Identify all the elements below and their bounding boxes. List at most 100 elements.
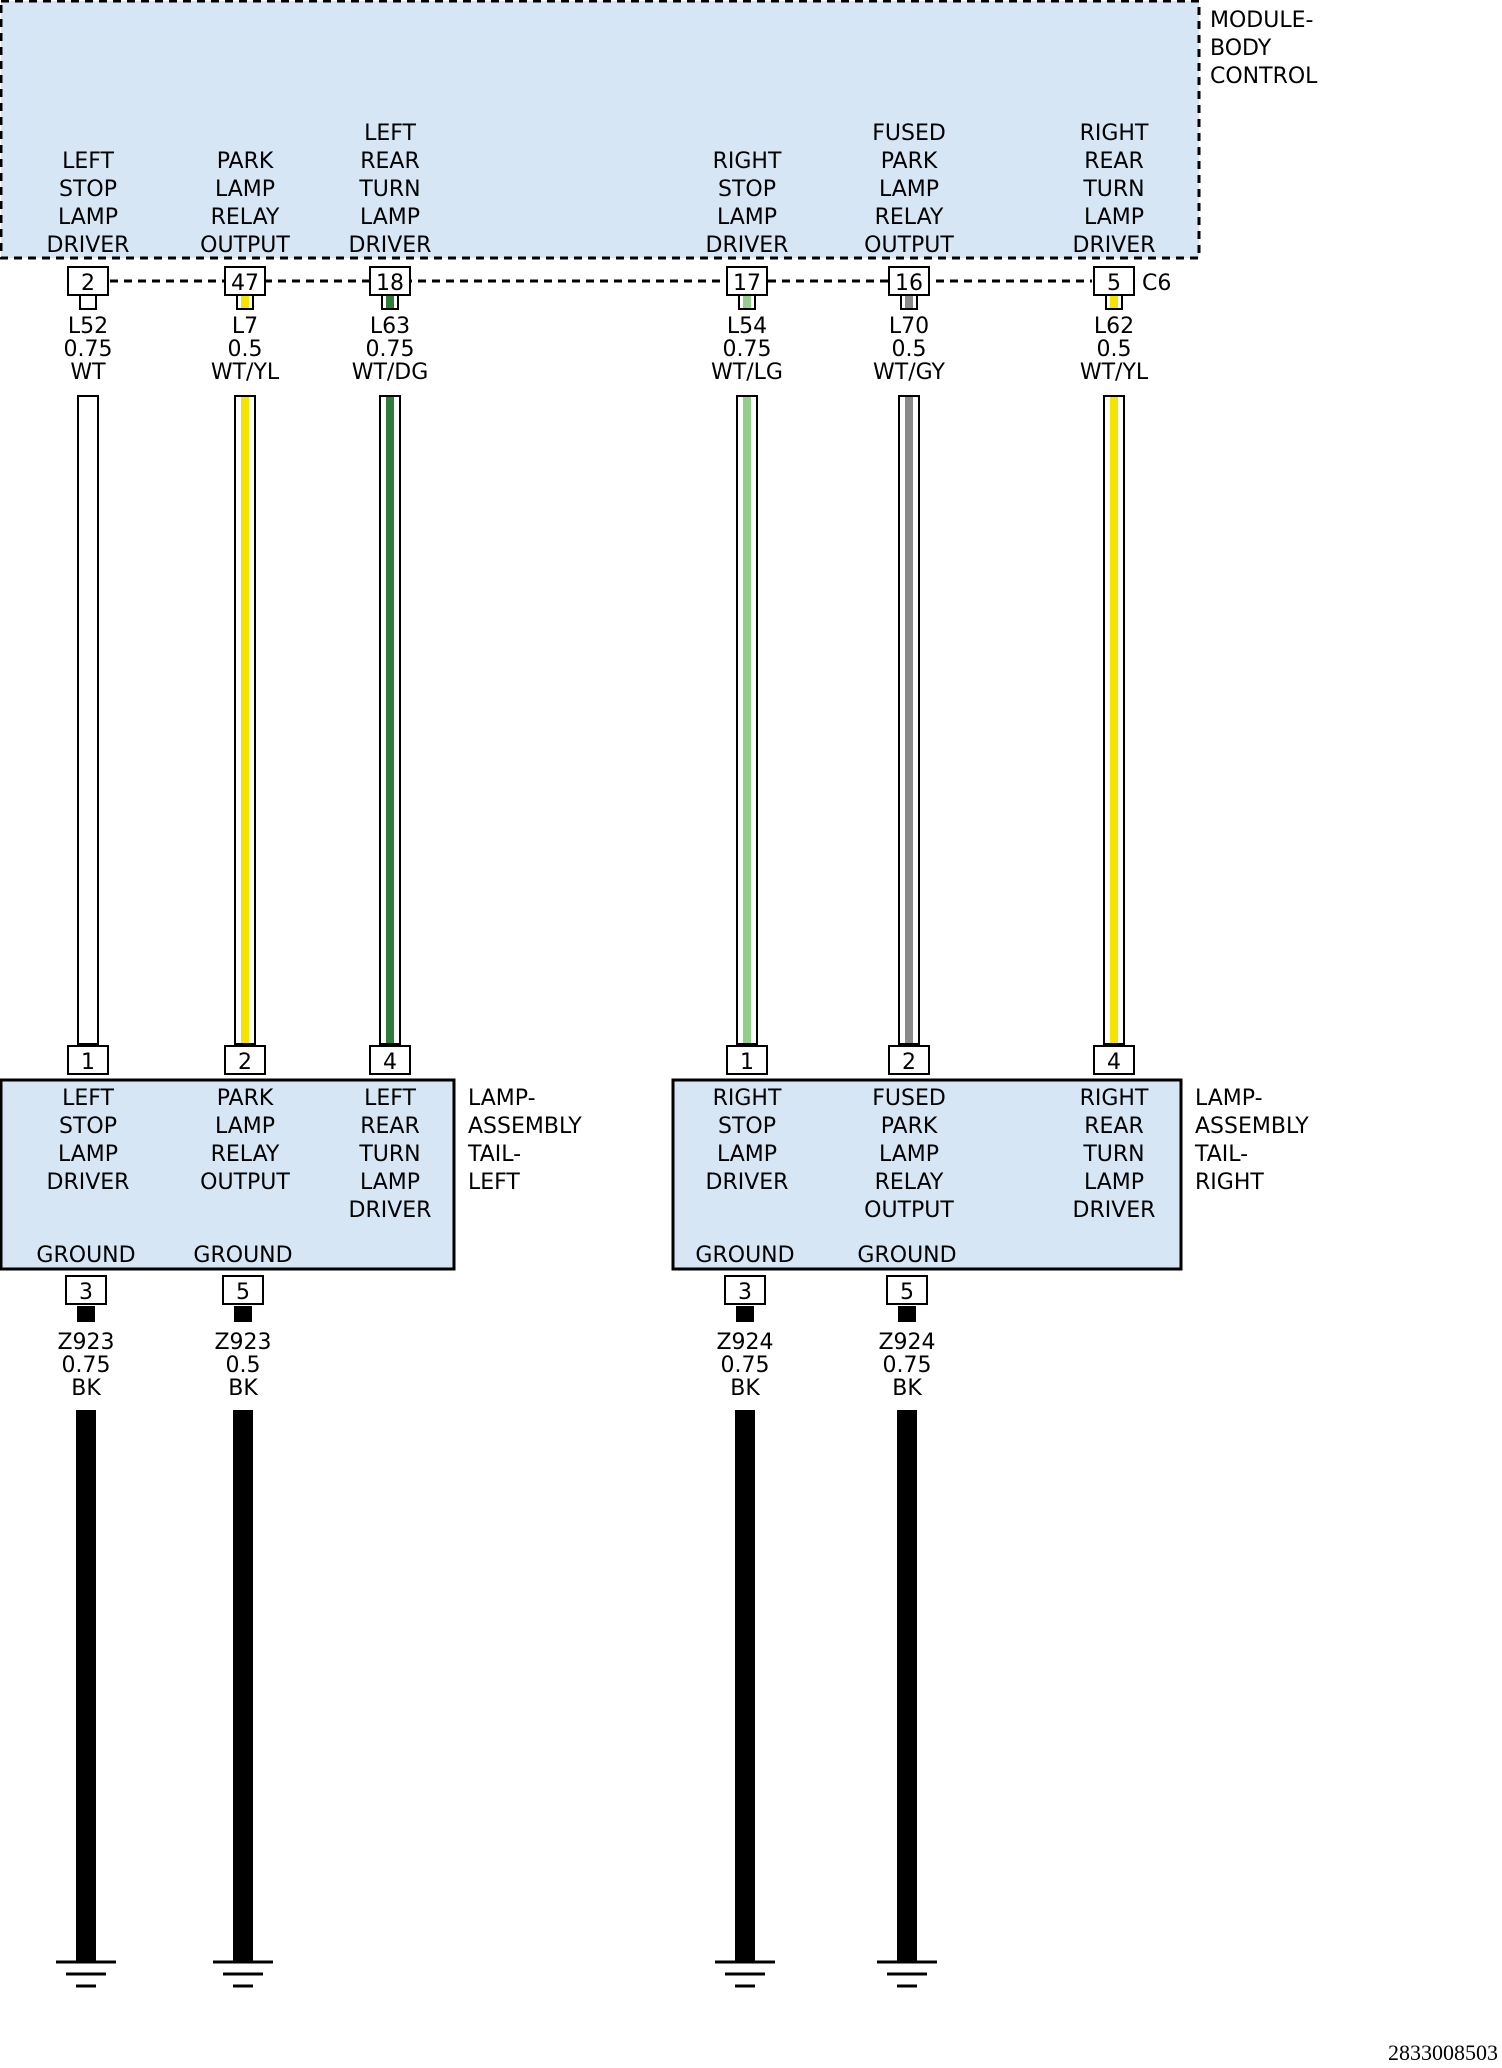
module-pin-label: DRIVER — [1073, 233, 1156, 258]
module-pin-label: DRIVER — [47, 233, 130, 258]
ground-wire-stub — [898, 1306, 916, 1322]
lamp-input-label: DRIVER — [1073, 1198, 1156, 1223]
ground-wire-color: BK — [71, 1376, 101, 1401]
module-pin-label: OUTPUT — [200, 233, 290, 258]
wire-color: WT/YL — [211, 360, 280, 385]
module-pin-number: 18 — [376, 271, 404, 296]
module-pin-number: 16 — [895, 271, 923, 296]
module-pin-box — [888, 266, 930, 296]
ground-wire-color: BK — [228, 1376, 258, 1401]
module-pin-label: STOP — [718, 177, 776, 202]
signal-wire-l63 — [379, 294, 401, 1045]
lamp-input-label: LAMP — [879, 1142, 939, 1167]
lamp-pin-box — [888, 1045, 930, 1075]
lamp-pin-box — [726, 1045, 768, 1075]
lamp-input-label: PARK — [217, 1086, 274, 1111]
ground-wire-gauge: 0.75 — [721, 1353, 770, 1378]
wire-gauge: 0.75 — [64, 337, 113, 362]
wire-stub-stripe — [1110, 296, 1118, 308]
module-pin-label: RELAY — [875, 205, 944, 230]
signal-wire-l7 — [234, 294, 256, 1045]
lamp-input-label: DRIVER — [47, 1170, 130, 1195]
wire-stripe — [386, 397, 394, 1043]
wire-stub-stripe — [905, 296, 913, 308]
wire-stub-stripe — [743, 296, 751, 308]
wire-gauge: 0.5 — [228, 337, 263, 362]
module-pin-label: LAMP — [58, 205, 118, 230]
wire-circuit: L70 — [889, 314, 929, 339]
module-body-control-box — [0, 0, 1201, 260]
ground-pin-number: 5 — [236, 1280, 250, 1305]
wire-stripe — [905, 397, 913, 1043]
lamp-ground-label: GROUND — [857, 1243, 956, 1268]
module-pin-label: STOP — [59, 177, 117, 202]
wire-circuit: L63 — [370, 314, 410, 339]
wire-stripe — [743, 397, 751, 1043]
lamp-pin-number: 2 — [902, 1050, 916, 1075]
lamp-assembly-name: ASSEMBLY — [1195, 1114, 1309, 1139]
lamp-input-label: TURN — [358, 1142, 420, 1167]
wire-stub-stripe — [84, 296, 92, 308]
module-pin-label: OUTPUT — [864, 233, 954, 258]
ground-pin-number: 3 — [79, 1280, 93, 1305]
ground-pin-box — [222, 1275, 264, 1305]
module-pin-label: REAR — [1084, 149, 1144, 174]
lamp-input-label: STOP — [718, 1114, 776, 1139]
lamp-input-label: TURN — [1082, 1142, 1144, 1167]
wire-stub-stripe — [386, 296, 394, 308]
ground-pin-number: 3 — [738, 1280, 752, 1305]
signal-wire-l62 — [1103, 294, 1125, 1045]
wire-gauge: 0.75 — [366, 337, 415, 362]
ground-wire-body — [735, 1410, 755, 1962]
lamp-pin-box — [1093, 1045, 1135, 1075]
module-pin-label: FUSED — [872, 121, 946, 146]
module-name: BODY — [1210, 36, 1272, 61]
ground-pin-number: 5 — [900, 1280, 914, 1305]
lamp-assembly-name: LEFT — [468, 1170, 520, 1195]
wire-gauge: 0.75 — [723, 337, 772, 362]
lamp-input-label: RIGHT — [1080, 1086, 1149, 1111]
lamp-assembly-name: LAMP- — [1195, 1086, 1263, 1111]
lamp-ground-label: GROUND — [36, 1243, 135, 1268]
lamp-assembly-name: RIGHT — [1195, 1170, 1264, 1195]
module-pin-label: DRIVER — [706, 233, 789, 258]
lamp-pin-box — [369, 1045, 411, 1075]
module-pin-number: 17 — [733, 271, 761, 296]
module-pin-box — [67, 266, 109, 296]
lamp-input-label: RELAY — [211, 1142, 280, 1167]
lamp-input-label: LAMP — [717, 1142, 777, 1167]
wire-color: WT/DG — [352, 360, 429, 385]
lamp-input-label: LAMP — [360, 1170, 420, 1195]
lamp-pin-number: 2 — [238, 1050, 252, 1075]
signal-wire-l52 — [77, 294, 99, 1045]
module-pin-label: RIGHT — [713, 149, 782, 174]
lamp-input-label: LEFT — [62, 1086, 114, 1111]
module-pin-box — [1093, 266, 1135, 296]
lamp-pin-number: 4 — [383, 1050, 397, 1075]
lamp-assembly-box — [0, 1078, 456, 1271]
module-pin-label: PARK — [881, 149, 938, 174]
module-pin-label: LEFT — [62, 149, 114, 174]
module-pin-label: TURN — [358, 177, 420, 202]
wire-gauge: 0.5 — [892, 337, 927, 362]
module-pin-number: 2 — [81, 271, 95, 296]
lamp-assembly-name: LAMP- — [468, 1086, 536, 1111]
lamp-pin-number: 4 — [1107, 1050, 1121, 1075]
lamp-input-label: PARK — [881, 1114, 938, 1139]
lamp-input-label: OUTPUT — [200, 1170, 290, 1195]
module-pin-label: REAR — [360, 149, 420, 174]
ground-wire-color: BK — [730, 1376, 760, 1401]
lamp-input-label: RIGHT — [713, 1086, 782, 1111]
lamp-input-label: OUTPUT — [864, 1198, 954, 1223]
wire-color: WT — [70, 360, 106, 385]
ground-wire-stub — [77, 1306, 95, 1322]
module-pin-label: LAMP — [1084, 205, 1144, 230]
lamp-ground-label: GROUND — [695, 1243, 794, 1268]
ground-wire-color: BK — [892, 1376, 922, 1401]
module-pin-number: 5 — [1107, 271, 1121, 296]
wire-stub-stripe — [241, 296, 249, 308]
module-pin-label: DRIVER — [349, 233, 432, 258]
signal-wire-l54 — [736, 294, 758, 1045]
wire-stripe — [84, 397, 92, 1043]
